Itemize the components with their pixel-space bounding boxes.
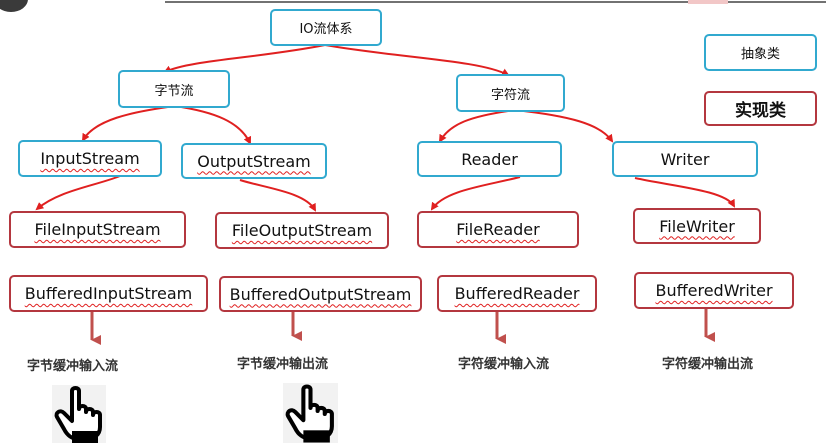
- bufferedoutputstream-node: BufferedOutputStream: [219, 276, 422, 312]
- root-node: IO流体系: [270, 9, 382, 46]
- fileoutputstream-node: FileOutputStream: [215, 212, 389, 249]
- char-stream-node: 字符流: [456, 74, 565, 112]
- arrow-root-byte: [163, 44, 326, 74]
- arrow-char-reader: [438, 109, 516, 143]
- outputstream-node: OutputStream: [181, 143, 327, 179]
- arrow-writer-file: [634, 177, 735, 208]
- writer-node: Writer: [612, 141, 758, 177]
- arrow-char-writer: [514, 109, 614, 143]
- caption-byte-buffered-output: 字节缓冲输出流: [237, 357, 329, 372]
- legend-abstract: 抽象类: [704, 34, 817, 71]
- caption-char-buffered-input: 字符缓冲输入流: [458, 357, 550, 372]
- arrow-reader-file: [430, 176, 521, 211]
- bufferedreader-node: BufferedReader: [437, 275, 597, 312]
- legend-concrete: 实现类: [704, 91, 817, 126]
- arrow-input-file: [35, 175, 121, 211]
- inputstream-node: InputStream: [18, 140, 162, 177]
- filewriter-node: FileWriter: [633, 208, 761, 244]
- caption-byte-buffered-input: 字节缓冲输入流: [27, 359, 119, 374]
- arrow-output-file: [239, 179, 316, 212]
- arrow-root-char: [324, 44, 510, 76]
- arrow-byte-input: [81, 105, 176, 142]
- fileinputstream-node: FileInputStream: [9, 211, 186, 248]
- byte-stream-node: 字节流: [118, 70, 230, 108]
- corner-mark: [688, 0, 728, 4]
- bufferedinputstream-node: BufferedInputStream: [9, 275, 208, 312]
- filereader-node: FileReader: [417, 211, 579, 248]
- caption-char-buffered-output: 字符缓冲输出流: [662, 357, 754, 372]
- pointing-hand-icon: [283, 383, 338, 443]
- arrow-byte-output: [174, 105, 252, 145]
- bufferedwriter-node: BufferedWriter: [634, 272, 794, 309]
- corner-decoration: [0, 0, 28, 12]
- reader-node: Reader: [417, 141, 562, 177]
- pointing-hand-icon: [52, 385, 106, 443]
